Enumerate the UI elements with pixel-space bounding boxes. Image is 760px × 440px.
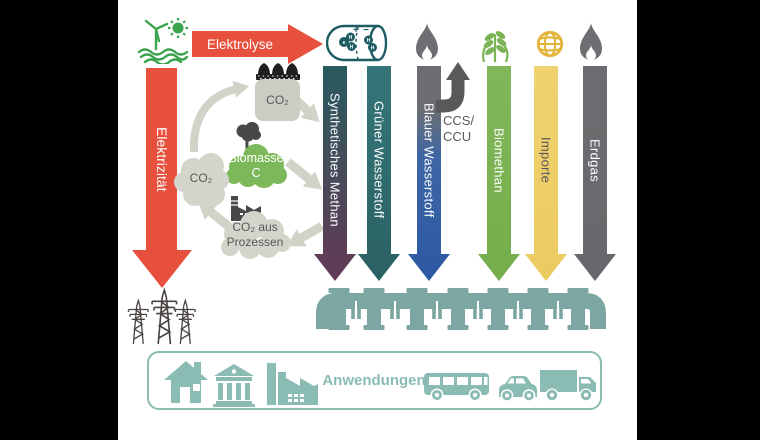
power-pylons-icon	[127, 289, 196, 345]
flow-label: Blauer Wasserstoff	[421, 102, 437, 218]
svg-text:H: H	[367, 38, 371, 44]
co2-cloud	[174, 153, 229, 206]
tree-icon	[236, 122, 261, 149]
electrolysis-label: Elektrolyse	[206, 36, 274, 52]
gas-pipeline	[316, 288, 606, 330]
electricity-arrow-shape	[132, 68, 192, 288]
globe-icon	[536, 30, 564, 58]
flow-label: Synthetisches Methan	[327, 93, 343, 227]
co2-cloud-label: CO₂	[189, 170, 213, 185]
truck-icon	[540, 370, 596, 402]
bank-icon	[213, 364, 255, 407]
renewable-energy-icon	[137, 18, 189, 64]
factory-icon	[267, 363, 318, 405]
svg-text:H: H	[371, 46, 375, 52]
coal-icon	[256, 63, 300, 80]
applications-label: Anwendungen	[322, 372, 426, 389]
flame-icon	[580, 23, 602, 61]
svg-text:+: +	[353, 25, 359, 36]
flow-label: Grüner Wasserstoff	[371, 101, 387, 219]
svg-text:H: H	[350, 45, 354, 51]
flow-label: Biomethan	[491, 127, 507, 193]
plant-icon	[482, 31, 509, 62]
flow-arrow-synthetic-methane: Synthetisches Methan	[314, 66, 356, 282]
electricity-label: Elektrizität	[154, 126, 170, 192]
process-co2-cloud	[221, 211, 291, 259]
ccs-label: CCS/ CCU	[443, 113, 475, 144]
process-co2-cloud-label: CO₂ aus Prozessen	[226, 220, 284, 249]
flame-icon	[416, 23, 438, 61]
flow-arrow-green-hydrogen: Grüner Wasserstoff	[358, 66, 400, 282]
co2-cycle-arrows	[189, 80, 325, 247]
car-icon	[499, 376, 537, 402]
electrolysis-arrow: Elektrolyse	[192, 24, 323, 64]
flow-label: Erdgas	[587, 138, 603, 182]
svg-text:H: H	[349, 35, 353, 41]
ccs-branch-arrow	[436, 62, 470, 113]
svg-text:e: e	[343, 40, 346, 46]
applications-box: Anwendungen	[147, 351, 602, 410]
svg-text:−: −	[363, 25, 369, 36]
co2-container: CO₂	[255, 79, 300, 121]
flow-arrow-biomethane: Biomethan	[478, 66, 520, 282]
biomass-cloud	[226, 144, 287, 188]
electricity-arrow: Elektrizität	[132, 68, 192, 288]
flow-arrow-natural-gas: Erdgas	[574, 66, 616, 282]
flow-arrow-blue-hydrogen: Blauer Wasserstoff	[408, 66, 450, 282]
house-icon	[164, 361, 208, 403]
flow-arrow-imports: Importe	[525, 66, 567, 282]
co2-container-label: CO₂	[266, 93, 289, 107]
electrolysis-arrow-shape	[192, 24, 323, 64]
flow-label: Importe	[538, 136, 554, 184]
bus-icon	[424, 373, 489, 401]
hydrogen-cylinder-icon: eHH HH +−	[326, 24, 388, 62]
biomass-cloud-label: Biomasse C	[228, 151, 284, 180]
